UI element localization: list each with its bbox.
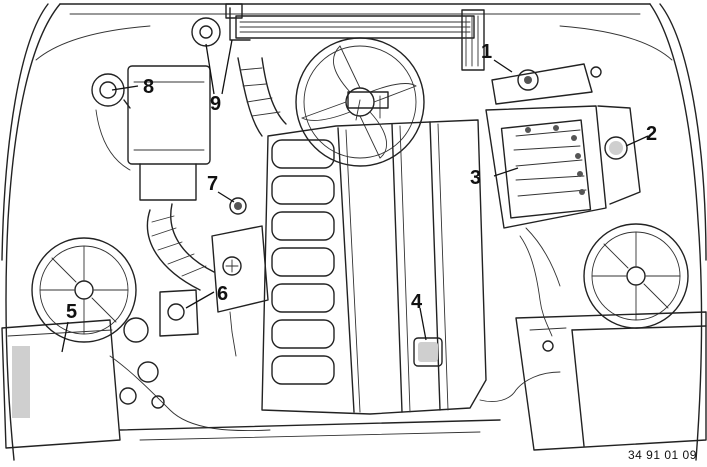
intake-hose bbox=[146, 57, 287, 291]
cooling-fan bbox=[295, 37, 425, 167]
callout-7: 7 bbox=[207, 173, 218, 195]
leader-1 bbox=[493, 59, 513, 73]
leader-6 bbox=[185, 291, 215, 309]
leader-9b bbox=[221, 39, 233, 95]
right-lower-panel bbox=[515, 311, 707, 451]
air-flow-meter bbox=[123, 225, 269, 343]
leader-5 bbox=[61, 321, 69, 353]
reservoir-5 bbox=[1, 319, 121, 449]
right-wheel-well bbox=[583, 223, 689, 329]
callout-4: 4 bbox=[411, 291, 423, 313]
engine-block bbox=[261, 91, 487, 415]
left-wheel-well bbox=[31, 237, 137, 343]
callout-2: 2 bbox=[646, 123, 657, 145]
callout-8: 8 bbox=[143, 76, 154, 98]
leader-7 bbox=[217, 191, 235, 203]
callout-5: 5 bbox=[66, 301, 77, 323]
callout-6: 6 bbox=[217, 283, 228, 305]
leader-4 bbox=[419, 307, 427, 341]
intake-runners bbox=[271, 139, 335, 385]
leader-lines bbox=[61, 39, 649, 353]
battery bbox=[485, 63, 641, 229]
wiring-harness bbox=[109, 227, 561, 441]
callout-1: 1 bbox=[481, 41, 492, 63]
body-outline bbox=[1, 3, 707, 461]
component-4 bbox=[413, 337, 443, 367]
callouts: 1 2 3 4 5 6 7 8 9 bbox=[66, 41, 657, 323]
leader-3 bbox=[493, 167, 519, 177]
leader-2 bbox=[625, 135, 649, 147]
leader-8 bbox=[111, 85, 139, 91]
expansion-tank bbox=[91, 65, 211, 201]
sensor-7 bbox=[229, 197, 247, 215]
callout-9: 9 bbox=[210, 93, 221, 115]
leader-9a bbox=[205, 43, 215, 95]
figure-reference-code: 34 91 01 09 bbox=[628, 448, 697, 462]
callout-3: 3 bbox=[470, 167, 481, 189]
